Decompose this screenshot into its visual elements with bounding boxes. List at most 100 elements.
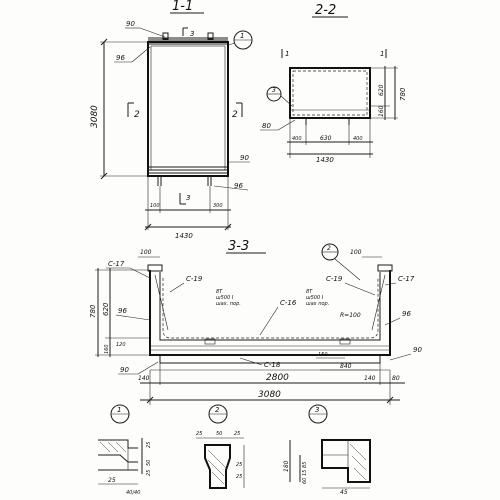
dim-tick: [100, 38, 108, 46]
dim-tick: [146, 396, 154, 404]
detail-2: 2 25 50 25 25 25: [196, 404, 245, 489]
dim-160: 160: [104, 344, 110, 354]
hatch: [349, 443, 367, 461]
dim-80: 80: [392, 375, 400, 382]
mark-90-top: 90: [126, 20, 135, 28]
leader-line: [129, 267, 151, 279]
hatch: [107, 441, 119, 453]
callout-leader: [227, 42, 236, 46]
mark-96-right: 96: [402, 310, 411, 318]
marker-1-right: 1: [380, 50, 384, 58]
dim-840: 840: [340, 363, 352, 370]
section-3-3-title: 3-3: [228, 239, 249, 254]
dim-300: 300: [213, 203, 223, 209]
label-c19-left: С-19: [186, 275, 203, 283]
cut-3-bottom: 3: [186, 194, 190, 202]
hatch: [207, 449, 227, 469]
dim-25-left: 25: [108, 477, 116, 484]
wall-bar: [371, 274, 386, 331]
hatch: [351, 455, 367, 471]
mark-90-bottom: 90: [240, 154, 249, 162]
dim-stack: 60 15 85: [302, 462, 308, 484]
detail-2-profile: [204, 444, 231, 489]
wall-bar: [154, 274, 169, 331]
dim-tick: [144, 223, 152, 231]
dim-tick: [386, 396, 394, 404]
dim-400-left: 400: [292, 136, 302, 142]
dim-tick: [100, 172, 108, 180]
leader-line: [239, 357, 263, 366]
section-body: [289, 67, 371, 119]
dim-25-side: 25: [236, 462, 242, 468]
dim-1430: 1430: [175, 232, 193, 240]
hatch: [211, 471, 225, 485]
hatch: [353, 467, 367, 481]
section-1-1-title: 1-1: [172, 0, 193, 14]
mark-96-bottom: 96: [234, 182, 243, 190]
cut-3-top: 3: [190, 30, 194, 38]
section-2-2: 2-2 1 1 3 620 160 780 80: [260, 3, 407, 164]
dim-780: 780: [399, 87, 407, 101]
leader-line: [259, 306, 279, 336]
detail-3-label: 3: [315, 406, 319, 414]
detail-3-profile: [321, 439, 371, 483]
label-c19-right: С-19: [326, 275, 343, 283]
dim-25-mid: 25: [146, 470, 152, 476]
dim-tick: [224, 223, 232, 231]
detail-2-label: 2: [215, 406, 220, 414]
leader-line: [131, 46, 151, 63]
dim-120: 120: [116, 342, 126, 348]
leader-line: [137, 361, 159, 375]
dim-100-right: 100: [350, 249, 362, 256]
hatch: [207, 459, 225, 477]
leader-line: [169, 282, 185, 293]
mark-80: 80: [262, 122, 271, 130]
mark-96-top: 96: [116, 54, 125, 62]
mark-90-right: 90: [413, 346, 422, 354]
dim-100: 100: [150, 203, 160, 209]
rim-right: [377, 264, 393, 272]
label-c17-left: С-17: [108, 260, 125, 268]
leader-line: [344, 282, 376, 296]
callout-leader: [334, 258, 361, 281]
dim-140-right: 140: [364, 375, 376, 382]
dim-50: 50: [216, 431, 222, 437]
dim-50: 50: [146, 460, 152, 466]
callout-3-label: 3: [272, 87, 276, 94]
cut-2-right: 2: [232, 110, 238, 120]
dim-3080-label: 3080: [90, 105, 100, 128]
dim-25-low: 25: [236, 474, 242, 480]
marker-1-left: 1: [285, 50, 289, 58]
detail-1-label: 1: [117, 406, 121, 414]
panel-inner: [150, 45, 226, 171]
panel-outline: [147, 41, 229, 177]
callout-2-label: 2: [327, 245, 331, 252]
trough-inner: [159, 272, 381, 341]
pad: [204, 338, 216, 345]
section-2-2-title: 2-2: [315, 3, 336, 18]
dim-160: 160: [378, 105, 385, 117]
callout-1-label: 1: [240, 32, 244, 40]
detail-1: 1 25 50 25 25 40/40: [98, 404, 152, 496]
lifting-loop: [207, 32, 214, 40]
callout-leader: [280, 95, 293, 107]
dim-100-left: 100: [140, 249, 152, 256]
dim-180: 180: [283, 460, 290, 472]
leader-line: [139, 27, 166, 38]
dim-3080: 3080: [258, 390, 281, 400]
detail-3: 3 180 60 15 85 45: [283, 404, 371, 496]
mark-90-left: 90: [120, 366, 129, 374]
leader-line: [384, 317, 401, 326]
dim-2800: 2800: [266, 373, 289, 383]
dim-25a: 25: [196, 431, 202, 437]
dim-620: 620: [378, 84, 385, 96]
section-inner: [292, 70, 368, 116]
detail-1-profile: [98, 454, 138, 463]
leader-line: [213, 185, 249, 191]
cut-2-left: 2: [134, 110, 140, 120]
hatch: [99, 441, 111, 453]
label-c16: С-16: [280, 299, 297, 307]
reinforcement-mesh: [162, 278, 379, 339]
label-c18: С-18: [264, 361, 281, 369]
